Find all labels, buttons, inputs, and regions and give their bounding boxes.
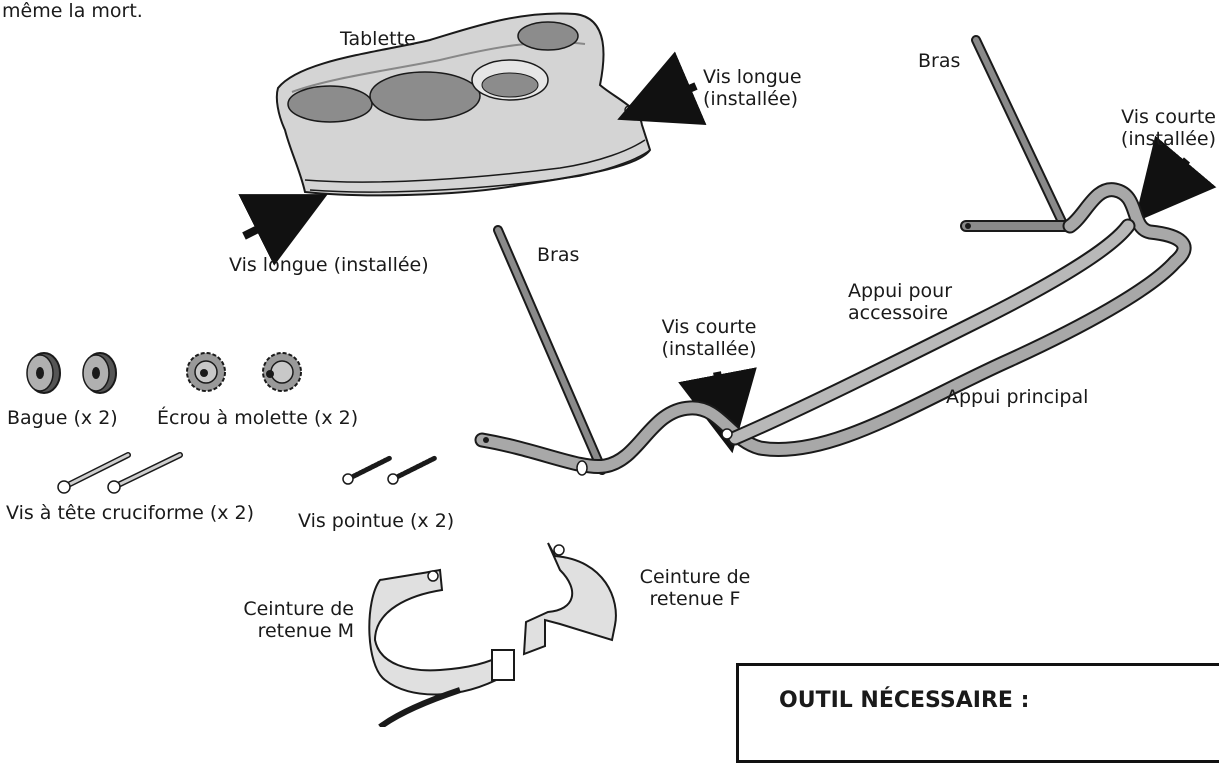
label-bras-top: Bras (918, 50, 960, 72)
label-line: Appui pour (848, 280, 952, 302)
phillips-screws (58, 455, 180, 493)
label-ceinture-f: Ceinture de retenue F (628, 566, 762, 610)
label-line: (installée) (703, 88, 802, 110)
label-line: (installée) (644, 338, 774, 360)
required-tool-box: OUTIL NÉCESSAIRE : (736, 663, 1219, 763)
label-appui-principal: Appui principal (946, 386, 1088, 408)
label-line: retenue F (628, 588, 762, 610)
arm-top (965, 40, 1066, 229)
tray-shape (277, 13, 650, 206)
label-line: Vis courte (1090, 106, 1216, 128)
parts-diagram (0, 0, 1219, 727)
label-line: accessoire (848, 302, 952, 324)
label-bague: Bague (x 2) (7, 407, 118, 429)
label-vis-cruciforme: Vis à tête cruciforme (x 2) (6, 502, 254, 524)
label-line: Ceinture de (220, 598, 354, 620)
label-vis-longue-left: Vis longue (installée) (229, 254, 429, 276)
label-line: Vis courte (644, 316, 774, 338)
required-tool-heading: OUTIL NÉCESSAIRE : (779, 688, 1029, 713)
label-vis-courte-mid: Vis courte (installée) (644, 316, 774, 360)
label-ceinture-m: Ceinture de retenue M (220, 598, 354, 642)
label-bras-mid: Bras (537, 244, 579, 266)
label-vis-pointue: Vis pointue (x 2) (298, 510, 454, 532)
label-appui-accessoire: Appui pour accessoire (848, 280, 952, 324)
label-tablette: Tablette (340, 28, 416, 50)
label-line: Vis longue (703, 66, 802, 88)
label-vis-longue-right: Vis longue (installée) (703, 66, 802, 110)
label-vis-courte-top: Vis courte (installée) (1090, 106, 1216, 150)
label-line: Ceinture de (628, 566, 762, 588)
intro-tail-text: même la mort. (2, 0, 143, 22)
pointed-screws (343, 458, 435, 484)
strap-f (524, 543, 616, 654)
strap-m (369, 570, 514, 727)
label-line: (installée) (1090, 128, 1216, 150)
label-line: retenue M (220, 620, 354, 642)
bushings (27, 353, 116, 393)
arm-middle (498, 230, 602, 470)
label-ecrou: Écrou à molette (x 2) (157, 407, 358, 429)
knob-nuts (187, 353, 301, 391)
